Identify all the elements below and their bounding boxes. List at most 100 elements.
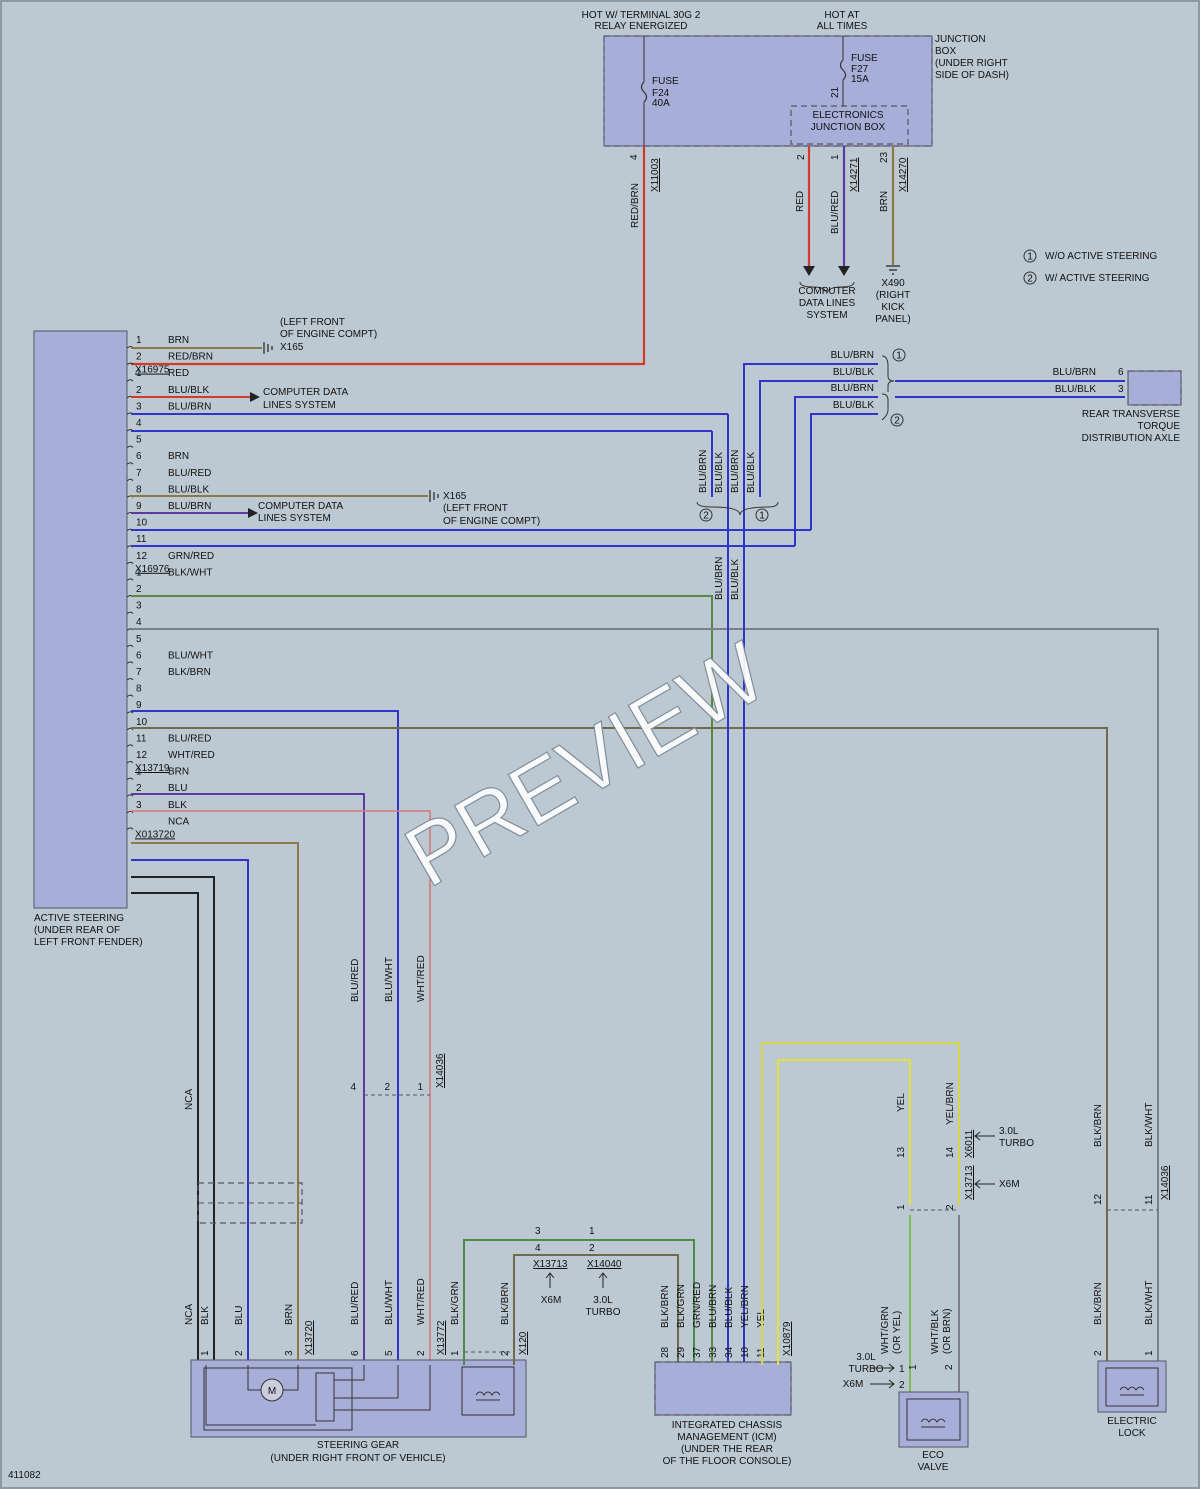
sg-upper-wire: BLU/RED [350, 959, 361, 1002]
rear-transverse-axle-outline [1127, 370, 1182, 406]
eco-wire-whtblk: WHT/BLK [930, 1309, 941, 1354]
brace-icon [881, 355, 895, 392]
splice-label-turbo-2: TURBO [586, 1307, 621, 1318]
pin-tick-icon [126, 445, 134, 449]
icm-pin: 29 [676, 1346, 687, 1358]
option-1-num: 1 [759, 511, 765, 522]
splice-label-x6m: X6M [541, 1295, 562, 1306]
pin-number: 10 [136, 717, 148, 728]
cdl-1-label-2: LINES SYSTEM [263, 400, 336, 411]
wire-label-blu-red: BLU/RED [830, 191, 841, 234]
hot-all-label: HOT AT [824, 10, 859, 21]
axle-bus-wires [711, 363, 1125, 1365]
icm-wire-label: BLU/BLK [724, 1287, 735, 1328]
axle-pin-6: 6 [1118, 367, 1124, 378]
pin-21: 21 [830, 86, 841, 98]
conn-x13772: X13772 [436, 1320, 447, 1355]
ejb-label-2: JUNCTION BOX [811, 122, 886, 133]
jb-label-3: (UNDER RIGHT [935, 58, 1008, 69]
eco-x6m-label: X6M [999, 1179, 1020, 1190]
pin-wire-color: BLU/WHT [168, 650, 213, 661]
wires-active-steering [131, 347, 1159, 1365]
icm-pin: 28 [660, 1346, 671, 1358]
pin-wire-color: BLU [168, 783, 187, 794]
pin-wire-color: RED/BRN [168, 352, 213, 363]
pin-tick-icon [126, 362, 134, 366]
arrow-icon [870, 1363, 895, 1373]
axle-splice-label: BLU/BRN [831, 350, 874, 361]
fuse-f27-rating: 15A [851, 74, 869, 85]
legend-num-1-icon [1023, 249, 1037, 263]
eco-label: ECO [922, 1450, 944, 1461]
pin-number: 2 [136, 584, 142, 595]
pin-wire-color: BRN [168, 335, 189, 346]
icm-module-outline [654, 1361, 792, 1416]
eco-left-pin: 1 [899, 1364, 905, 1375]
cdl-label-3: SYSTEM [806, 310, 847, 321]
pin-tick-icon [126, 678, 134, 681]
active-steering-label: ACTIVE STEERING [34, 913, 124, 924]
lock-bot-pin: 2 [1093, 1350, 1104, 1356]
pin-wire-color: BLU/BLK [168, 484, 209, 495]
sg-pin: 5 [384, 1350, 395, 1356]
option-1-icon [755, 508, 769, 522]
pin-number: 7 [136, 667, 142, 678]
pin-number: 5 [136, 634, 142, 645]
pin-number: 12 [136, 551, 148, 562]
sg-wire-label: BLU [234, 1306, 245, 1325]
legend-text-2: W/ ACTIVE STEERING [1045, 273, 1150, 284]
connector-id: X013720 [135, 829, 175, 840]
eco-wire-whtgrn-2: (OR YEL) [892, 1311, 903, 1354]
icm-wire-label: BLK/BRN [660, 1285, 671, 1328]
cdl-2-label-2: LINES SYSTEM [258, 513, 331, 524]
axle-label: REAR TRANSVERSE [1082, 409, 1181, 420]
pin-tick-icon [126, 794, 134, 797]
splice-pin: 1 [589, 1226, 595, 1237]
x490-label-2: (RIGHT [876, 290, 910, 301]
pin-tick-icon [126, 462, 134, 465]
eco-pin-14: 14 [945, 1146, 956, 1158]
icm-wire-label: GRN/RED [692, 1282, 703, 1328]
pin-number: 2 [136, 352, 142, 363]
icm-pin: 37 [692, 1346, 703, 1358]
sg-valve-wire: BLK/GRN [450, 1281, 461, 1325]
coil-icon [475, 1391, 501, 1396]
pin-tick-icon [126, 744, 134, 747]
wire-label-red: RED [795, 191, 806, 212]
arrow-icon [838, 266, 850, 276]
sg-label: STEERING GEAR [317, 1440, 399, 1451]
pin-tick-icon [126, 561, 134, 565]
conn-x13713: X13713 [533, 1259, 568, 1270]
cdl-label: COMPUTER [798, 286, 855, 297]
wire-label-red-brn: RED/BRN [630, 183, 641, 228]
sg-pin: 1 [200, 1350, 211, 1356]
cdl-1-label: COMPUTER DATA [263, 387, 349, 398]
coil-icon [1119, 1386, 1145, 1391]
axle-wire-label-2: BLU/BLK [1055, 384, 1096, 395]
axle-down-label: BLU/BLK [730, 559, 741, 600]
eco-valve-inner [906, 1398, 961, 1441]
eco-lower-turbo: 3.0L [856, 1352, 876, 1363]
x165-top-label-3: X165 [280, 342, 304, 353]
arrow-icon [803, 266, 815, 276]
lock-label: ELECTRIC [1107, 1416, 1156, 1427]
fuse-f27-icon [839, 59, 847, 81]
jb-label-2: BOX [935, 46, 956, 57]
wire-label-brn: BRN [879, 191, 890, 212]
option-2-icon [890, 413, 904, 427]
sg-valve-pin: 2 [500, 1350, 511, 1356]
pin-wire-color: BRN [168, 767, 189, 778]
option-1-num: 1 [896, 351, 902, 362]
icm-wire-label: BLU/BRN [708, 1285, 719, 1328]
sensor-icon [315, 1372, 335, 1422]
arrow-icon [870, 1379, 895, 1389]
eco-wires [761, 1042, 960, 1395]
axle-vert-label: BLU/BLK [746, 452, 757, 493]
splice-pin: 2 [589, 1243, 595, 1254]
option-2-num: 2 [894, 416, 900, 427]
figure-id: 411082 [8, 1470, 41, 1481]
sg-upper-pin: 4 [350, 1082, 356, 1093]
pin-tick-icon [126, 611, 134, 615]
